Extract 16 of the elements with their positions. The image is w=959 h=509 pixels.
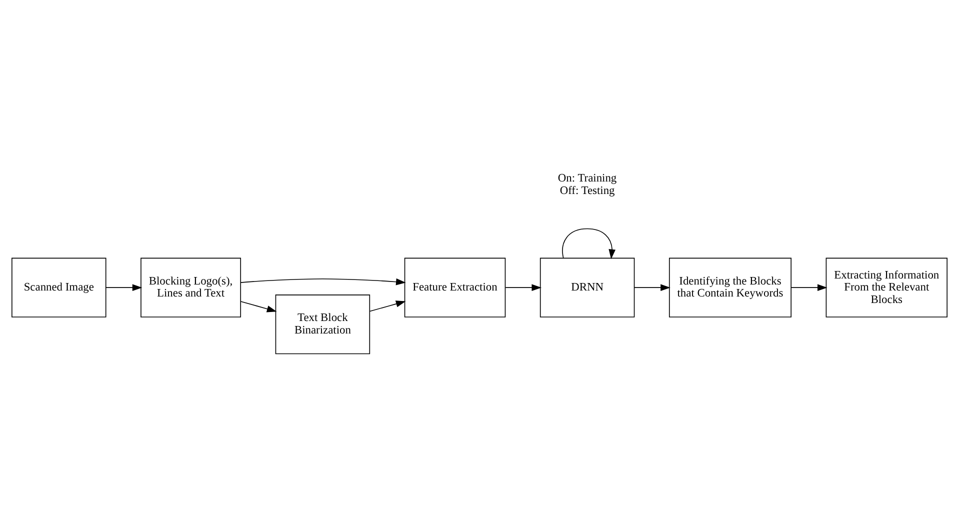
node-box: Extracting Information From the Relevant Blocks bbox=[826, 258, 948, 318]
arrow bbox=[505, 284, 542, 291]
node-box: Feature Extraction bbox=[404, 258, 506, 318]
arrow bbox=[106, 284, 142, 291]
arrow bbox=[634, 284, 670, 291]
node-box: Scanned Image bbox=[12, 258, 106, 318]
node-box: Text Block Binarization bbox=[275, 294, 370, 354]
node-box: Identifying the Blocks that Contain Keywords bbox=[668, 258, 792, 318]
node-box: DRNN bbox=[540, 258, 635, 318]
label: On: Training Off: Testing bbox=[558, 172, 617, 197]
arrow bbox=[562, 228, 616, 260]
node-box: Blocking Logo(s), Lines and Text bbox=[140, 258, 242, 318]
arrow bbox=[790, 284, 828, 291]
arrow bbox=[370, 300, 406, 312]
arrow bbox=[240, 301, 277, 312]
arrow bbox=[240, 278, 406, 286]
